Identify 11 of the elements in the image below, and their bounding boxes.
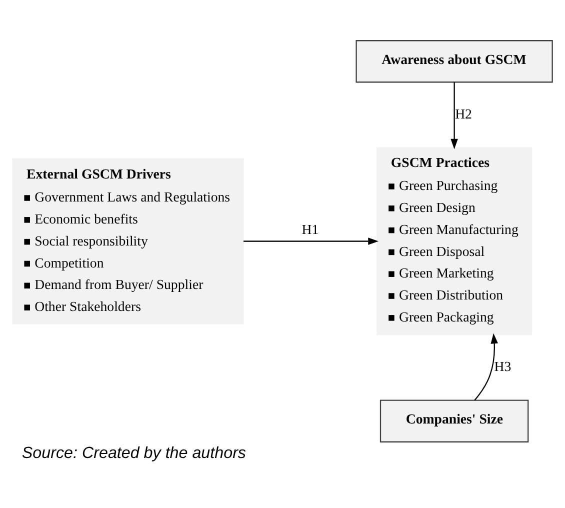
node-box: GSCM Practices Green Purchasing Green Design Green Manufacturing Green Disposal Green Marketing Green Distribution Green Packaging xyxy=(376,146,532,335)
edge-label: H3 xyxy=(494,358,512,374)
arrow xyxy=(474,332,498,400)
caption: Source: Created by the authors xyxy=(22,444,246,462)
edge-label: H2 xyxy=(455,106,472,122)
edge-label: H1 xyxy=(302,221,319,236)
node-box: Awareness about GSCM xyxy=(356,40,553,82)
node-box: External GSCM Drivers Government Laws and Regulations Economic benefits Social responsibility Competition Demand from Buyer/ Supplier Other Stakeholders xyxy=(12,158,244,324)
arrow xyxy=(244,237,379,244)
arrow xyxy=(450,82,458,149)
node-box: Companies' Size xyxy=(380,399,529,442)
